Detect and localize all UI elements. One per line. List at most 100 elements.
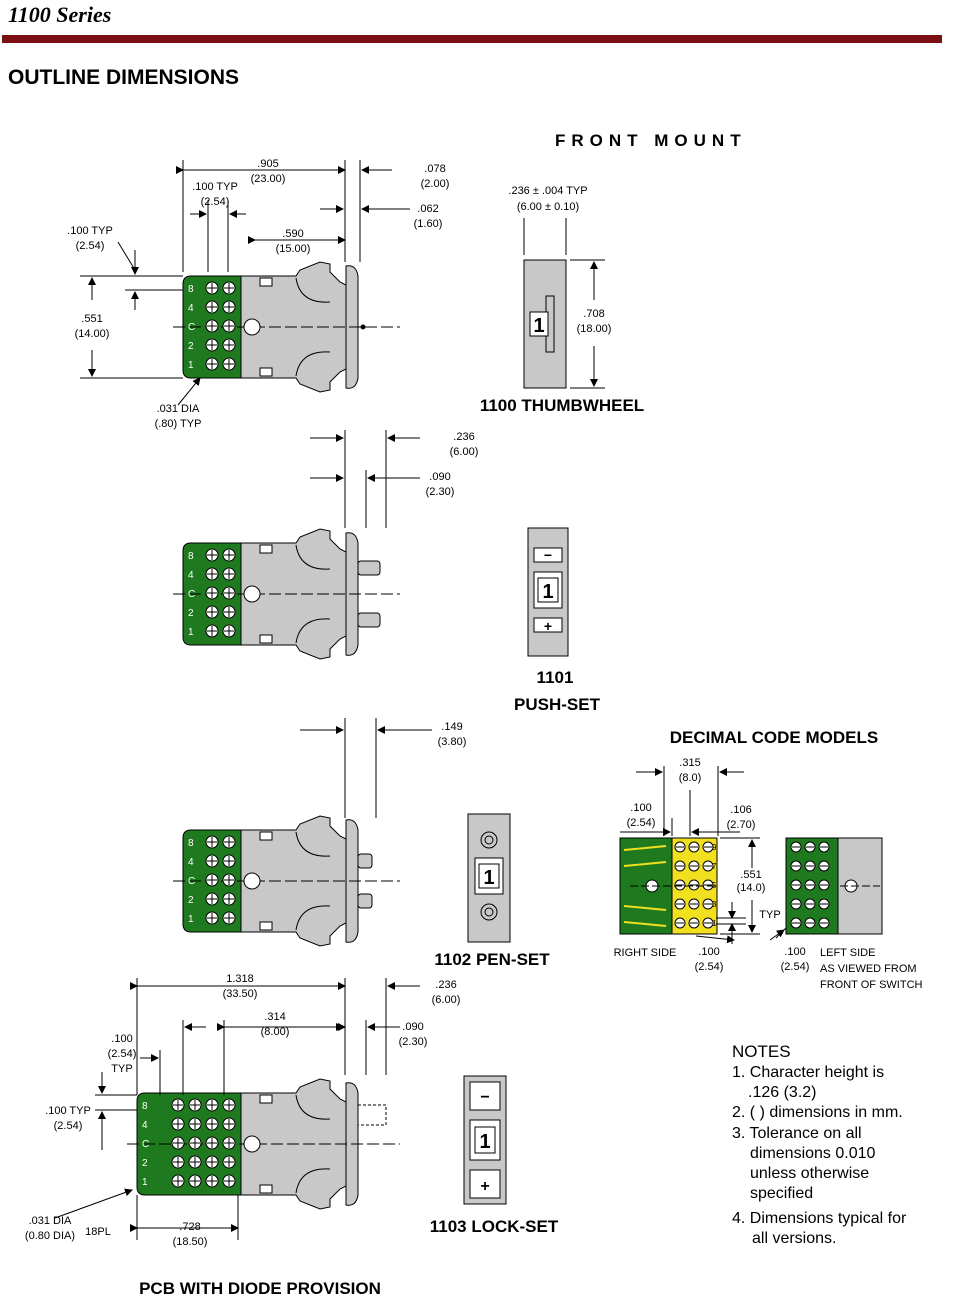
note-line: all versions. [752,1230,836,1247]
dim-031-mm: (.80) TYP [155,418,202,430]
lockset-dim-1318-mm: (33.50) [223,988,258,1000]
decimal-dim-100c: .100 [784,946,805,958]
thumbwheel-label: 1100 THUMBWHEEL [480,396,644,415]
pushset-label-name: PUSH-SET [514,695,601,714]
decimal-left-side-1: LEFT SIDE [820,947,875,959]
pushset-label-num: 1101 [537,668,574,687]
pin-label: 1 [188,914,194,925]
decimal-title: DECIMAL CODE MODELS [670,728,878,747]
decimal-dim-315: .315 [679,757,700,769]
lockset-front-view: − 1 + [463,1075,507,1205]
lockset-dimension-lines [54,978,420,1240]
decimal-dim-100-mm: (2.54) [627,817,656,829]
dim-100typ-mm: (2.54) [201,196,230,208]
penset-dim-149-mm: (3.80) [438,736,467,748]
pin-label: 8 [188,551,194,562]
lockset-label: 1103 LOCK-SET [430,1217,559,1236]
dim-062: .062 [417,203,438,215]
dim-590: .590 [282,228,303,240]
pin-label: C [142,1139,149,1150]
front-mount-title: FRONT MOUNT [555,131,747,150]
lockset-digit: 1 [479,1131,490,1153]
pin-label: 8 [188,284,194,295]
pushset-digit: 1 [542,581,553,603]
pin-label: C [188,876,195,887]
lockset-dim-100typ-mm: (2.54) [54,1120,83,1132]
dim-708-mm: (18.00) [577,323,612,335]
lockset-dim-100-mm: (2.54) [108,1048,137,1060]
lockset-dim-314-mm: (8.00) [261,1026,290,1038]
pin-label: C [188,589,195,600]
pin-label: C [188,322,195,333]
dim-590-mm: (15.00) [276,243,311,255]
thumbwheel-dimension-lines [80,160,410,406]
lockset-dim-100typ: .100 TYP [45,1105,91,1117]
decimal-dimension-lines [620,766,787,944]
note-line: 2. ( ) dimensions in mm. [732,1104,903,1121]
note-line: 4. Dimensions typical for [732,1210,907,1227]
note-line: unless otherwise [750,1165,869,1182]
dim-551: .551 [81,313,102,325]
notes-title: NOTES [732,1042,791,1061]
section-title: OUTLINE DIMENSIONS [8,66,240,89]
lockset-dim-314: .314 [264,1011,285,1023]
lockset-dim-090: .090 [402,1021,423,1033]
dim-078-mm: (2.00) [421,178,450,190]
decimal-pin-number: 3 [712,900,717,909]
lockset-18pl: 18PL [85,1226,111,1238]
dim-708: .708 [583,308,604,320]
decimal-dim-551-mm: (14.0) [737,882,766,894]
pin-label: 2 [142,1158,148,1169]
decimal-right-side: RIGHT SIDE [614,947,677,959]
pin-label: 2 [188,608,194,619]
pushset-dimension-lines [310,430,420,528]
lockset-typ: TYP [111,1063,132,1075]
note-line: .126 (3.2) [748,1084,816,1101]
decimal-pin-number: 7 [712,862,717,871]
dim-062-mm: (1.60) [414,218,443,230]
penset-front-view: 1 [467,813,511,943]
lockset-dim-236: .236 [435,979,456,991]
dim-236-typ: .236 ± .004 TYP [508,185,587,197]
pushset-front-view: − 1 + [527,527,569,657]
dim-905-mm: (23.00) [251,173,286,185]
pushset-minus-icon: − [544,547,552,563]
pin-label: 2 [188,895,194,906]
lockset-dim-031: .031 DIA [29,1215,72,1227]
dim-905: .905 [257,158,278,170]
thumbwheel-front-view: 1 [523,259,567,389]
lockset-plus-icon: + [480,1178,489,1195]
pin-label: 1 [188,360,194,371]
pushset-dim-090: .090 [429,471,450,483]
thumbwheel-dimension-labels: .905 (23.00) .078 (2.00) .100 TYP (2.54)… [67,158,449,430]
pin-label: 1 [188,627,194,638]
pushset-dim-236: .236 [453,431,474,443]
dim-551-mm: (14.00) [75,328,110,340]
decimal-dim-106-mm: (2.70) [727,819,756,831]
decimal-pin-number: 9 [712,843,717,852]
note-line: 1. Character height is [732,1064,884,1081]
dim-100typ: .100 TYP [192,181,238,193]
pin-label: 4 [188,303,194,314]
lockset-dim-1318: 1.318 [226,973,254,985]
dim-100typ-left-mm: (2.54) [76,240,105,252]
note-line: dimensions 0.010 [750,1145,876,1162]
dim-236-typ-mm: (6.00 ± 0.10) [517,201,579,213]
pin-label: 4 [142,1120,148,1131]
thumbwheel-digit: 1 [533,315,544,337]
decimal-dim-106: .106 [730,804,751,816]
pin-label: 4 [188,857,194,868]
lockset-dim-236-mm: (6.00) [432,994,461,1006]
decimal-left-side-view [785,837,883,935]
decimal-pin-number: 1 [712,919,717,928]
lockset-dim-090-mm: (2.30) [399,1036,428,1048]
lockset-dim-728-mm: (18.50) [173,1236,208,1248]
decimal-right-side-view: 97531 [619,837,718,935]
decimal-typ: TYP [759,909,780,921]
pushset-plus-icon: + [544,618,552,634]
